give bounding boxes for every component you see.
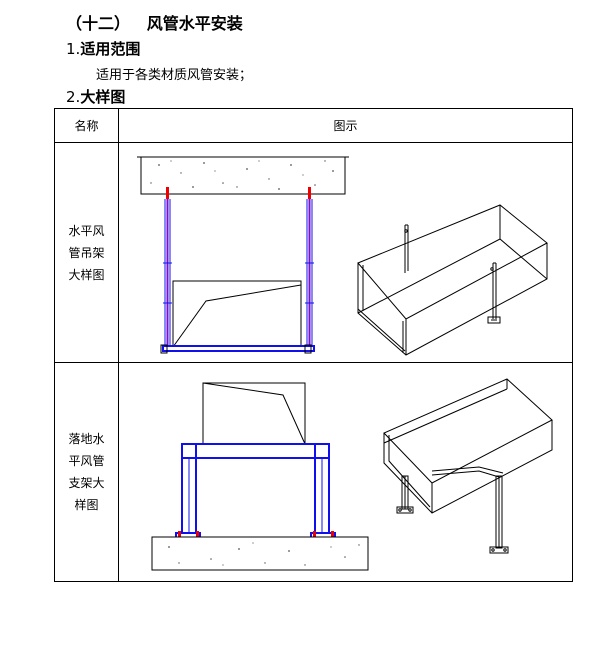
header-figure: 图示 (118, 108, 573, 143)
section-heading: （十二） 风管水平安装 (66, 10, 243, 34)
concrete-slab (137, 156, 349, 195)
row-name-hanger: 水平风 管吊架 大样图 (54, 142, 119, 363)
scope-text: 适用于各类材质风管安装； (96, 68, 253, 83)
section-title: 风管水平安装 (146, 14, 243, 33)
support-frame (181, 443, 330, 537)
detail-number: 2. (66, 88, 81, 106)
scope-heading: 1.适用范围 (66, 38, 140, 59)
figure-hanger (118, 142, 573, 363)
table-header-row: 名称 图示 (54, 108, 573, 143)
duct-section (172, 280, 302, 348)
figure-floor-support (118, 362, 573, 582)
detail-heading: 2.大样图 (66, 86, 125, 107)
floor-slab (151, 536, 369, 571)
anchor-right (308, 187, 311, 199)
row-name-floor-support: 落地水 平风管 支架大 样图 (54, 362, 119, 582)
scope-number: 1. (66, 40, 81, 58)
anchor-left (166, 187, 169, 199)
support-angle (162, 345, 315, 352)
table-row: 水平风 管吊架 大样图 (54, 142, 573, 363)
hanger-drawing (137, 156, 548, 356)
section-number: （十二） (66, 14, 131, 33)
detail-table: 名称 图示 水平风 管吊架 大样图 (54, 108, 573, 582)
scope-title: 适用范围 (80, 40, 141, 58)
duct-section (202, 382, 306, 445)
floor-support-drawing (151, 378, 553, 571)
header-name: 名称 (54, 108, 119, 143)
table-row: 落地水 平风管 支架大 样图 (54, 362, 573, 582)
detail-title: 大样图 (80, 88, 126, 106)
floor-support-isometric (383, 378, 553, 554)
hanger-isometric (357, 204, 548, 356)
